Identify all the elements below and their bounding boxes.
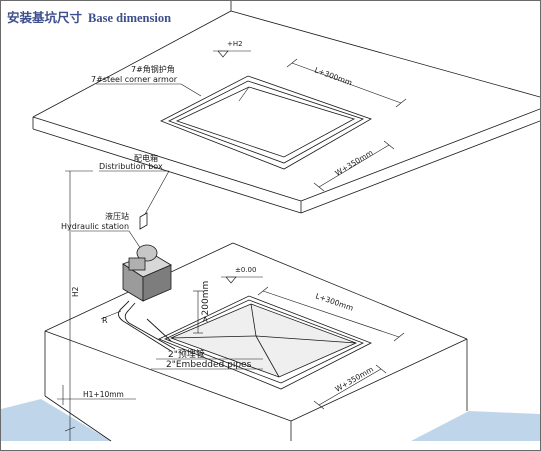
ground-level-marker <box>221 276 263 284</box>
embedded-pipes <box>118 300 176 352</box>
lower-leader-lines <box>57 310 263 405</box>
distribution-box-label-zh: 配电箱 <box>134 153 158 163</box>
upper-level-label: +H2 <box>227 40 243 48</box>
bend-radius-label: R <box>102 316 108 325</box>
upper-level-marker <box>213 50 251 58</box>
foundation-pit <box>158 295 372 390</box>
ground-surface-right <box>411 411 540 441</box>
height-label: H2 <box>71 286 80 297</box>
ground-surface-left <box>1 399 111 441</box>
depth-label: H1+10mm <box>83 390 124 399</box>
title-english: Base dimension <box>88 11 172 25</box>
hydraulic-station-label-zh: 液压站 <box>105 211 129 221</box>
top-width-label: W+350mm <box>333 148 374 178</box>
hydraulic-station <box>122 244 172 302</box>
pit-width-label: W+350mm <box>334 365 375 394</box>
embedded-pipes-label-en: 2"Embedded pipes <box>166 360 252 370</box>
height-dimension <box>64 170 93 441</box>
diagram-title: 安装基坑尺寸 Base dimension <box>7 7 171 26</box>
ground-level-label: ±0.00 <box>235 266 256 274</box>
title-chinese: 安装基坑尺寸 <box>7 11 83 25</box>
top-opening <box>160 75 372 170</box>
distribution-box <box>139 212 148 230</box>
embedded-pipes-label-zh: 2"预埋管 <box>168 348 205 360</box>
pit-length-label: L+300mm <box>314 291 354 312</box>
corner-armor-label-zh: 7#角钢护角 <box>131 64 175 74</box>
leader-lines <box>71 83 202 250</box>
pit-dimension-lines <box>257 286 405 410</box>
lower-floor-slab <box>44 242 468 442</box>
hydraulic-station-label-en: Hydraulic station <box>61 222 129 231</box>
distribution-box-label-en: Distribution box <box>99 162 163 171</box>
corner-armor-label-en: 7#steel corner armor <box>91 75 178 84</box>
pipe-depth-dimension <box>193 290 203 334</box>
pipe-depth-label: >200mm <box>201 281 211 323</box>
top-length-label: L+300mm <box>313 65 353 87</box>
top-dimension-lines <box>286 58 407 192</box>
